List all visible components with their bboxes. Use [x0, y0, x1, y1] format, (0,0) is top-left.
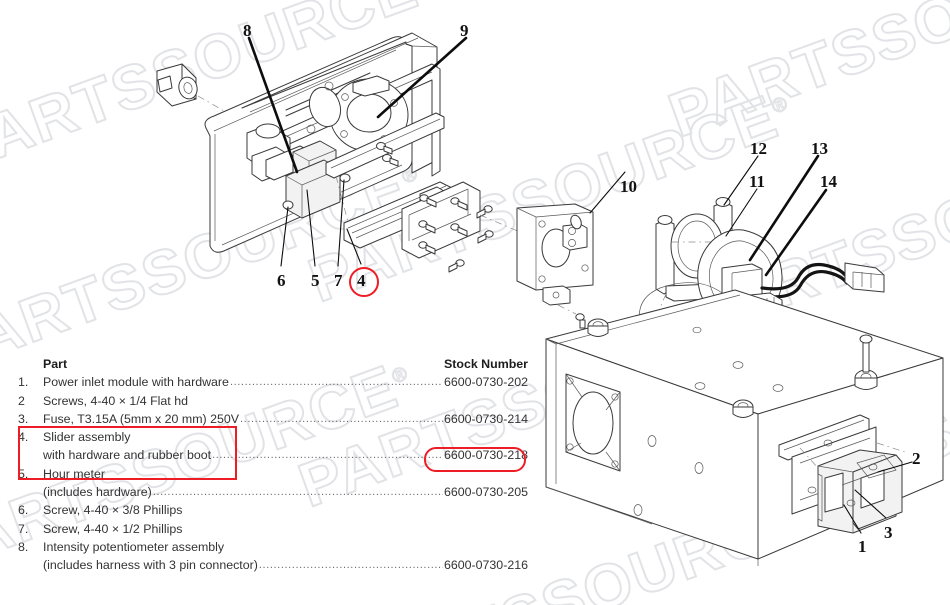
parts-list-table: Part Stock Number 1. Power inlet module w… [18, 357, 528, 577]
blower-fan-assembly [639, 197, 885, 367]
parts-rows-container: 1. Power inlet module with hardware......… [18, 375, 528, 576]
callout-number-5: 5 [311, 271, 320, 290]
row-stock-number: 6600-0730-216 [443, 558, 528, 573]
fan-mount-bracket [516, 203, 594, 329]
row-part-description: Hour meter [43, 466, 105, 481]
row-item-number: 6. [18, 503, 29, 518]
watermark-text: PARTSSOURCE® [659, 0, 950, 152]
callout-number-10: 10 [620, 177, 637, 196]
callout-number-6: 6 [277, 271, 286, 290]
row-part-description: (includes hardware) [43, 485, 152, 500]
chassis-fan-opening [565, 373, 621, 472]
row-item-number: 3. [18, 411, 29, 426]
table-row: (includes harness with 3 pin connector).… [18, 558, 528, 576]
table-row: 3. Fuse, T3.15A (5mm x 20 mm) 250V.......… [18, 412, 528, 430]
row-leader-dots: ........................................… [212, 449, 443, 462]
callout-number-7: 7 [334, 271, 343, 290]
hour-meter-module [799, 447, 903, 534]
callout-number-8: 8 [243, 21, 252, 40]
lamp-housing-boss [329, 75, 409, 152]
callout-ring-4 [349, 267, 379, 297]
row-leader-dots: ........................................… [240, 412, 443, 425]
row-item-number: 7. [18, 521, 29, 536]
row-part-description: Screws, 4-40 × 1/4 Flat hd [43, 393, 188, 408]
row-stock-number: 6600-0730-218 [443, 448, 528, 463]
table-row: 1. Power inlet module with hardware......… [18, 375, 528, 393]
watermark-text: PARTSSOURCE® [119, 0, 623, 7]
row-part-description: Screw, 4-40 × 3/8 Phillips [43, 503, 183, 518]
bezel-screws [282, 142, 399, 210]
table-row: 6.Screw, 4-40 × 3/8 Phillips............… [18, 503, 528, 521]
table-row: with hardware and rubber boot...........… [18, 448, 528, 466]
row-leader-dots: ........................................… [229, 376, 443, 389]
row-stock-number: 6600-0730-205 [443, 485, 528, 500]
row-part-description: Slider assembly [43, 430, 131, 445]
header-stock-label: Stock Number [444, 357, 528, 371]
callout-number-14: 14 [820, 172, 837, 191]
table-row: 5.Hour meter............................… [18, 467, 528, 485]
table-row: 7.Screw, 4-40 × 1/2 Phillips............… [18, 522, 528, 540]
loose-screw [575, 313, 586, 329]
loose-screw [476, 205, 493, 219]
row-item-number: 5. [18, 466, 29, 481]
mounting-bracket-and-screws [401, 181, 521, 273]
loose-screw [448, 259, 465, 273]
row-item-number: 1. [18, 375, 29, 390]
row-leader-dots: ........................................… [258, 559, 443, 572]
row-stock-number: 6600-0730-214 [443, 411, 528, 426]
callout-number-12: 12 [750, 139, 767, 158]
table-row: 4.Slider assembly.......................… [18, 430, 528, 448]
row-item-number: 2 [18, 393, 25, 408]
callout-number-11: 11 [749, 172, 766, 191]
heat-sink [699, 292, 783, 339]
callout-number-9: 9 [460, 21, 469, 40]
row-item-number: 4. [18, 430, 29, 445]
callout-number-3: 3 [884, 523, 893, 542]
row-part-description: Screw, 4-40 × 1/2 Phillips [43, 521, 183, 536]
row-part-description: with hardware and rubber boot [43, 448, 212, 463]
row-leader-dots: ........................................… [152, 486, 443, 499]
table-row: (includes hardware).....................… [18, 485, 528, 503]
loose-screw [477, 230, 494, 244]
row-part-description: Power inlet module with hardware [43, 375, 229, 390]
row-part-description: Intensity potentiometer assembly [43, 539, 225, 554]
callout-number-2: 2 [912, 449, 921, 468]
row-part-description: (includes harness with 3 pin connector) [43, 558, 258, 573]
chassis-grommets [587, 318, 878, 418]
callout-number-1: 1 [858, 537, 867, 556]
slider-rail-assembly [335, 175, 471, 249]
table-header-row: Part Stock Number [18, 357, 528, 375]
watermark-text: PARTSSOURCE® [879, 506, 950, 605]
front-panel-assembly [156, 32, 445, 253]
callout-number-4: 4 [357, 271, 366, 290]
row-item-number: 8. [18, 539, 29, 554]
watermark-text: PARTSSOURCE® [0, 151, 423, 386]
row-stock-number: 6600-0730-202 [443, 375, 528, 390]
watermark-text: PARTSSOURCE® [699, 316, 950, 551]
table-row: 8.Intensity potentiometer assembly......… [18, 540, 528, 558]
watermark-text: PARTSSOURCE® [0, 0, 428, 187]
header-part-label: Part [43, 357, 68, 371]
knob-part [156, 63, 198, 107]
row-part-description: Fuse, T3.15A (5mm x 20 mm) 250V [43, 411, 240, 426]
screw-set [418, 194, 494, 273]
callout-number-13: 13 [811, 139, 828, 158]
